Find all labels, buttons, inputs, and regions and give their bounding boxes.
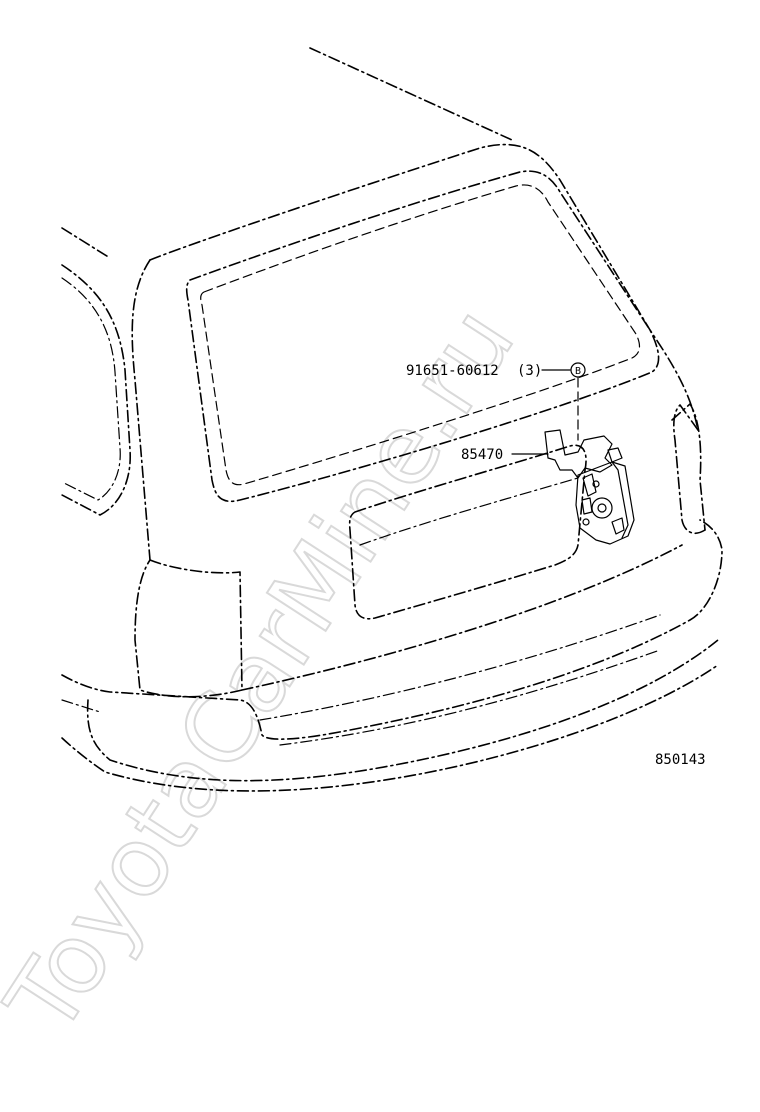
right-pillar (671, 403, 706, 531)
tailgate-top-edge (149, 143, 699, 431)
license-recess (348, 444, 587, 620)
lock-bracket (544, 429, 613, 479)
bumper-mid (86, 639, 719, 782)
bolt-quantity: (3) (517, 363, 542, 379)
lock-screw-hole-2 (592, 480, 600, 488)
rear-glass-outer (185, 170, 660, 502)
lock-callout: 85470 (461, 447, 549, 463)
watermark-text: ToyotaCarMine.ru (0, 288, 536, 1053)
bumper-lower-groove (279, 649, 661, 746)
side-window-inner (61, 277, 121, 501)
lock-screw-hole-1 (582, 518, 590, 526)
lock-body (575, 461, 635, 545)
lock-detail (581, 497, 625, 535)
bolt-part-number: 91651-60612 (406, 363, 499, 379)
lock-assembly-drawing (544, 429, 635, 545)
bolt-marker-circle (570, 362, 586, 378)
watermark: ToyotaCarMine.ru (0, 287, 537, 1054)
vehicle-outline (61, 47, 723, 792)
right-body-edge (673, 404, 706, 535)
lock-connector (607, 447, 623, 463)
lock-latch (582, 473, 597, 497)
bolt-marker-letter: B (575, 366, 581, 377)
tailgate-lower-edge (241, 544, 683, 691)
side-window (61, 264, 131, 516)
left-lower-body (61, 699, 101, 713)
rear-glass-inner (200, 184, 641, 486)
left-pillar (131, 259, 151, 561)
lock-body-edge (611, 461, 629, 539)
bolt-callout: 91651-60612 (3) B (406, 362, 586, 441)
diagram-id: 850143 (655, 752, 706, 768)
bumper-bottom (61, 664, 719, 792)
bumper-top (61, 519, 723, 740)
lock-pivot (597, 503, 607, 513)
bumper-groove (259, 614, 661, 721)
lock-mechanism (591, 497, 613, 519)
roof-line (309, 47, 513, 141)
license-recess-inner (359, 477, 579, 546)
lock-part-number: 85470 (461, 447, 503, 463)
side-window-outer (61, 227, 111, 259)
